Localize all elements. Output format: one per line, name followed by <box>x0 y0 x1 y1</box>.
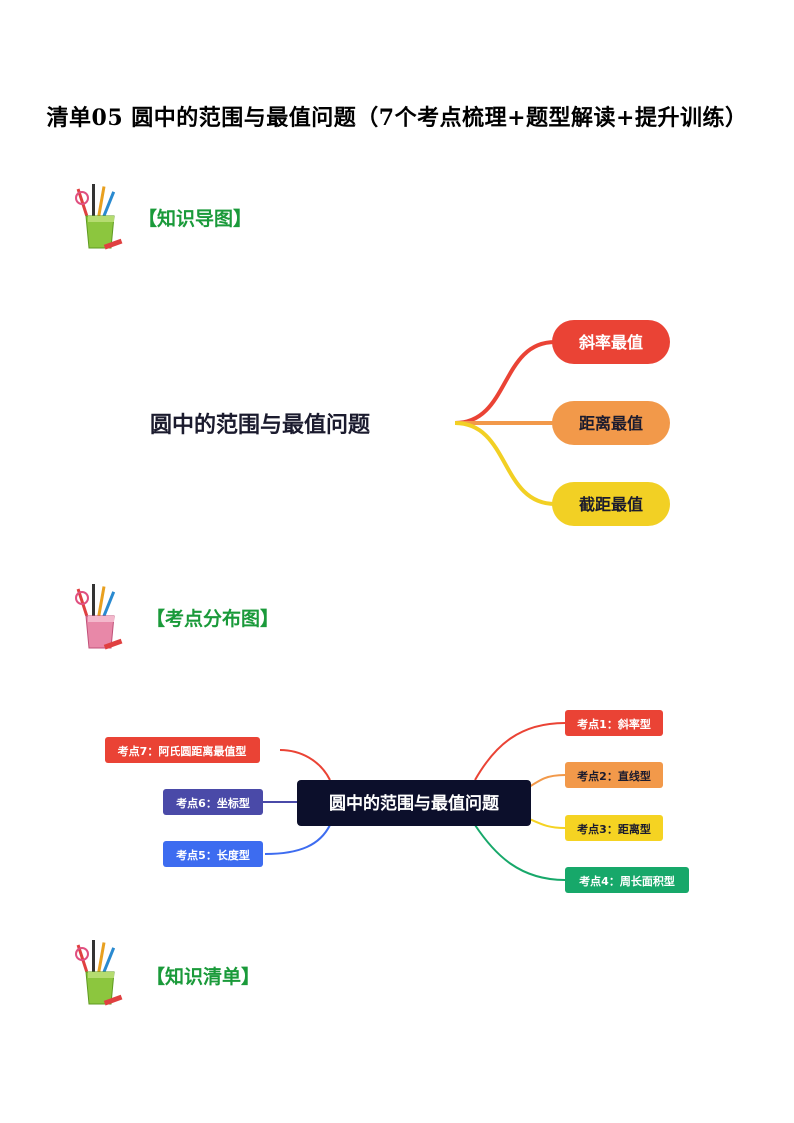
mindmap2-center: 圆中的范围与最值问题 <box>329 793 500 814</box>
mindmap2-right-1: 考点1：斜率型 <box>577 717 651 731</box>
mindmap2-right-4: 考点4：周长面积型 <box>579 874 675 888</box>
mindmap1-branch-3: 截距最值 <box>579 495 643 514</box>
mindmap2-right-3: 考点3：距离型 <box>577 822 651 836</box>
mindmap1-connector-3 <box>454 421 556 506</box>
mindmap1-branch-2: 距离最值 <box>579 414 643 433</box>
section-knowledge-map: 【知识导图】 <box>138 208 253 230</box>
mindmap1-branch-1-box <box>552 320 670 364</box>
pencil-cup-icon <box>75 940 123 1006</box>
section-point-distribution: 【考点分布图】 <box>146 608 280 630</box>
mindmap1-connector-1 <box>454 340 556 425</box>
mindmap2-left-6: 考点6：坐标型 <box>176 796 250 810</box>
pencil-cup-icon <box>75 184 123 250</box>
mindmap2-right-2: 考点2：直线型 <box>577 769 651 783</box>
mindmap1-branch-3-box <box>552 482 670 526</box>
mindmap1-branch-2-box <box>552 401 670 445</box>
mindmap2-center-box <box>297 780 531 826</box>
mindmap2-left-5: 考点5：长度型 <box>176 848 250 862</box>
knowledge-mindmap: 圆中的范围与最值问题 斜率最值 距离最值 截距最值 <box>150 320 670 526</box>
mindmap1-center: 圆中的范围与最值问题 <box>150 412 371 438</box>
mindmap2-left-7: 考点7：阿氏圆距离最值型 <box>118 744 247 758</box>
pencil-cup-icon <box>75 584 123 650</box>
section-knowledge-list: 【知识清单】 <box>146 966 261 988</box>
page-title: 清单05 圆中的范围与最值问题（7个考点梳理+题型解读+提升训练） <box>46 105 748 131</box>
mindmap1-branch-1: 斜率最值 <box>578 333 643 352</box>
point-distribution-mindmap: 圆中的范围与最值问题 考点1：斜率型 考点2：直线型 考点3：距离型 考点4：周… <box>105 710 689 893</box>
